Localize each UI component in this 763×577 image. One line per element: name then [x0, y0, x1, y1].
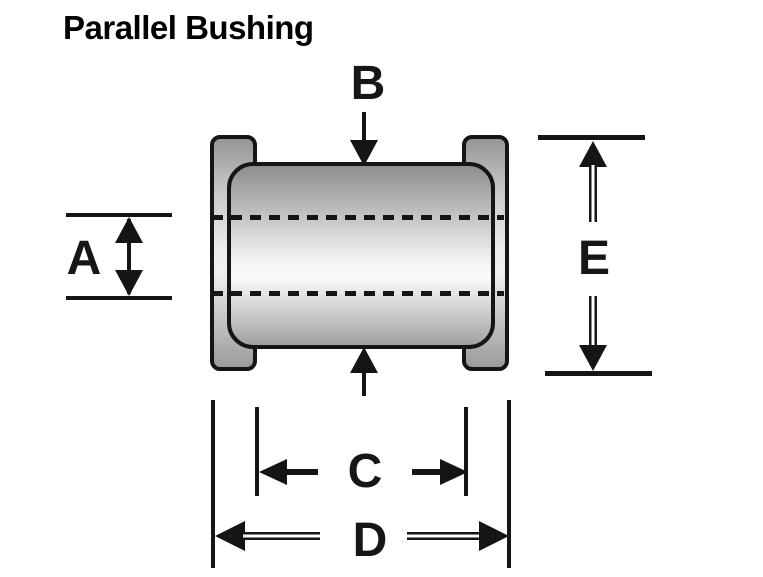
dim-a-extension-line-bottom	[66, 296, 172, 300]
dim-c-label: C	[347, 445, 383, 498]
dim-b-shaft-top	[362, 112, 366, 142]
bore-centerline-upper	[212, 215, 504, 220]
dim-a-arrowhead-up-icon	[115, 217, 143, 243]
bore-centerline-lower	[212, 291, 504, 296]
dim-e-extension-line-bottom	[545, 371, 652, 376]
dim-d-label: D	[352, 514, 388, 567]
dim-e-shaft-down	[589, 296, 597, 347]
dim-b-label: B	[350, 57, 386, 110]
dim-d-arrowhead-right-icon	[479, 521, 509, 551]
dim-a-arrowhead-down-icon	[115, 270, 143, 296]
dim-e-shaft-up	[589, 165, 597, 222]
dim-a-label: A	[66, 232, 102, 285]
dim-d-extension-line-left	[211, 400, 215, 568]
dim-c-shaft-left	[284, 469, 318, 475]
dim-c-arrowhead-right-icon	[440, 459, 468, 485]
dim-c-extension-line-right	[464, 407, 468, 496]
dim-a-extension-line-top	[66, 213, 172, 217]
dim-e-arrowhead-down-icon	[579, 345, 607, 371]
dim-e-label: E	[577, 232, 611, 285]
dim-c-extension-line-left	[255, 407, 259, 496]
dim-c-arrowhead-left-icon	[259, 459, 287, 485]
barrel-body	[227, 162, 495, 349]
dim-b-arrowhead-up-icon	[350, 347, 378, 373]
dim-d-extension-line-right	[507, 400, 511, 568]
dim-d-shaft-left	[243, 532, 320, 540]
dim-a-arrow-shaft	[127, 219, 131, 294]
page-title: Parallel Bushing	[63, 9, 314, 46]
dim-b-arrowhead-down-icon	[350, 140, 378, 166]
dim-e-arrowhead-up-icon	[579, 141, 607, 167]
dim-d-shaft-right	[407, 532, 484, 540]
dim-c-shaft-right	[412, 469, 446, 475]
dim-e-extension-line-top	[538, 135, 645, 140]
dim-b-shaft-bottom	[362, 371, 366, 396]
dim-d-arrowhead-left-icon	[215, 521, 245, 551]
